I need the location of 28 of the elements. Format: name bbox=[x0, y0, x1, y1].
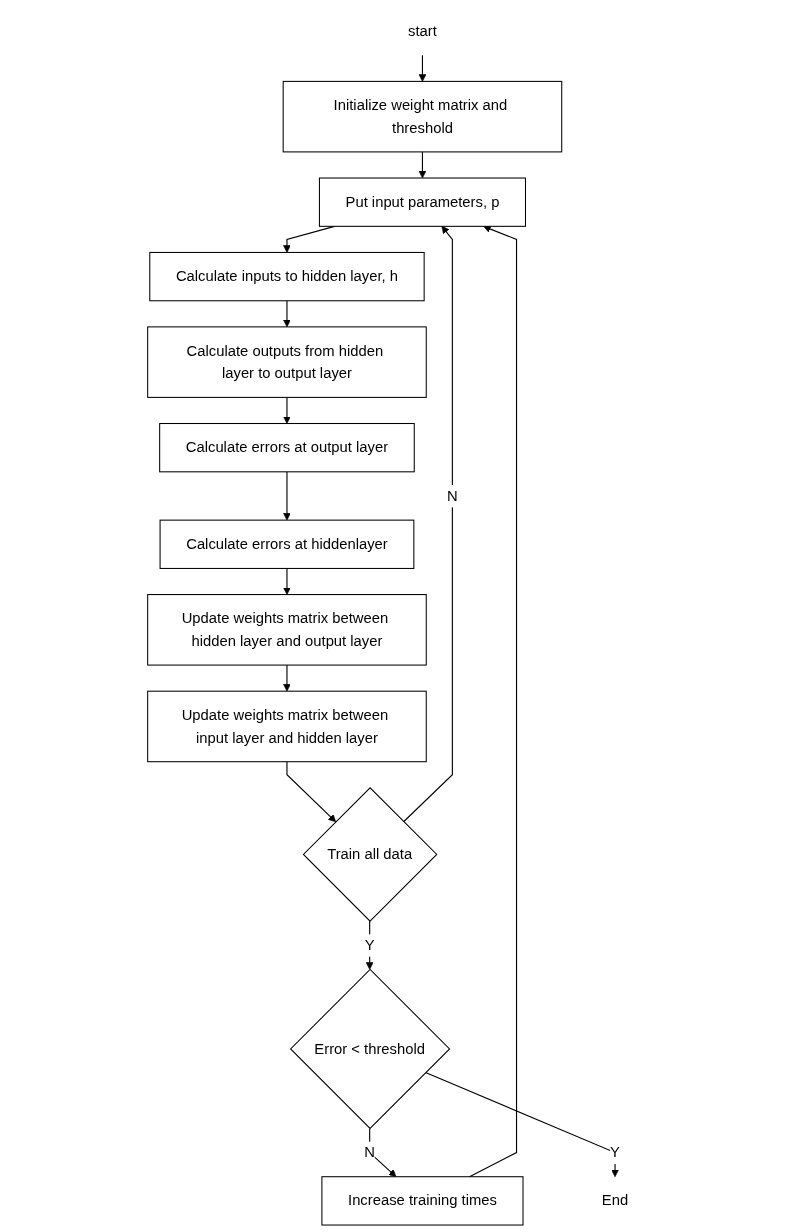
node-box: Calculate outputs from hidden layer to output layer bbox=[147, 326, 427, 398]
node-box: Update weights matrix between input layer and hidden layer bbox=[147, 690, 427, 763]
node-box: Calculate errors at output layer bbox=[159, 423, 415, 473]
arrow bbox=[283, 664, 291, 692]
edge-label: N bbox=[447, 487, 458, 505]
edge-label: Y bbox=[364, 936, 375, 954]
arrow bbox=[283, 471, 291, 521]
node-text: start bbox=[408, 22, 437, 40]
arrow bbox=[369, 1127, 397, 1178]
node-box: Put input parameters, p bbox=[318, 177, 526, 227]
arrow bbox=[418, 151, 427, 179]
node-box: Initialize weight matrix and threshold bbox=[282, 80, 563, 153]
node-box: Update weights matrix between hidden layer and output layer bbox=[147, 594, 427, 666]
node-diamond: Error < threshold bbox=[289, 968, 451, 1130]
edge-label: N bbox=[364, 1144, 376, 1161]
edge-label: Y bbox=[610, 1144, 620, 1161]
node-box: Increase training times bbox=[321, 1176, 524, 1226]
arrow bbox=[403, 226, 453, 823]
node-box: Calculate inputs to hidden layer, h bbox=[149, 251, 425, 302]
node-box: Calculate errors at hiddenlayer bbox=[159, 519, 415, 569]
arrow bbox=[283, 396, 291, 424]
arrow bbox=[286, 761, 337, 823]
arrow bbox=[283, 567, 291, 595]
node-text: End bbox=[601, 1192, 629, 1209]
node-diamond: Train all data bbox=[302, 787, 438, 922]
arrow bbox=[283, 300, 291, 328]
arrow bbox=[468, 225, 518, 1178]
arrow bbox=[418, 54, 427, 82]
